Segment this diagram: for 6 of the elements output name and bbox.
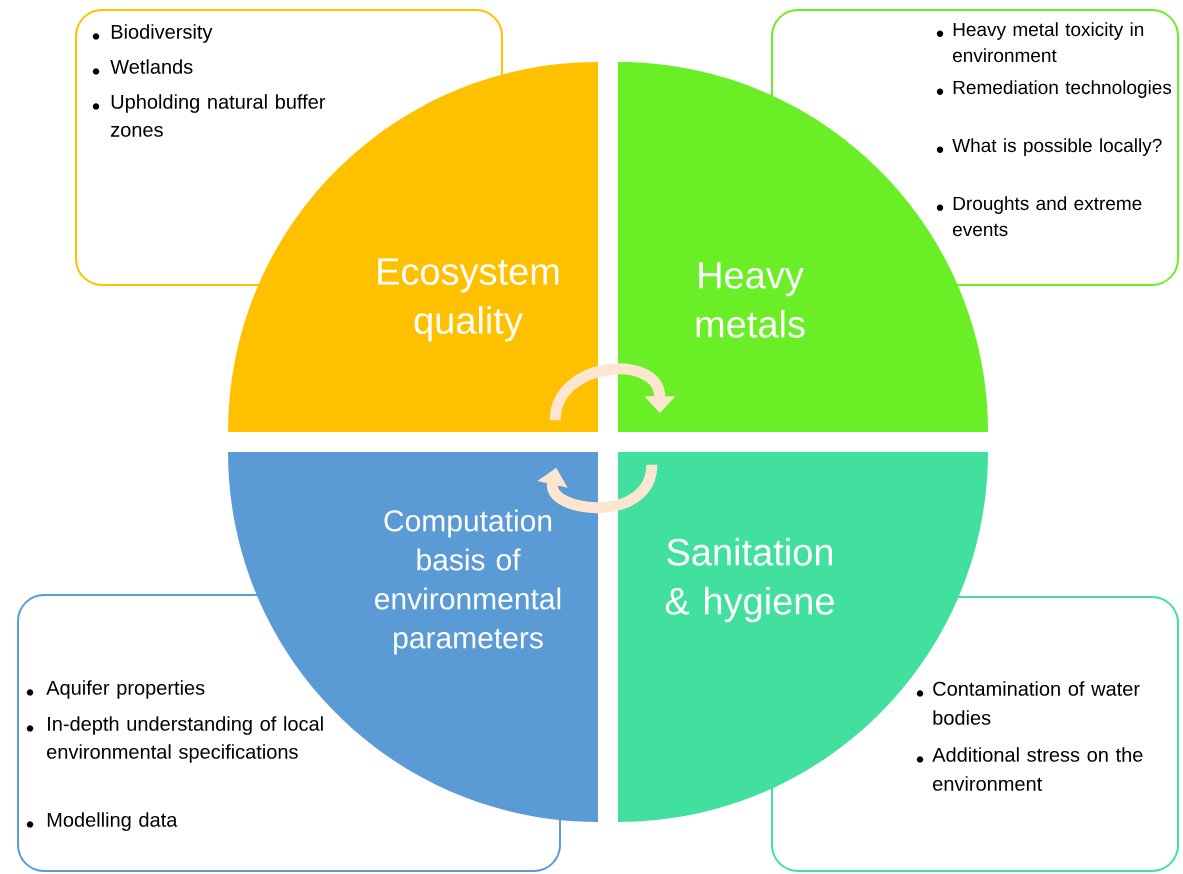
bullet-item: Heavy metal toxicity in environment: [936, 22, 1144, 63]
bullet-item: Wetlands: [92, 59, 193, 75]
bullet-item: Aquifer properties: [26, 680, 205, 699]
bullet-item: Biodiversity: [92, 24, 213, 43]
cycle-arrow: [549, 363, 676, 421]
bullet-item: Modelling data: [26, 812, 178, 831]
